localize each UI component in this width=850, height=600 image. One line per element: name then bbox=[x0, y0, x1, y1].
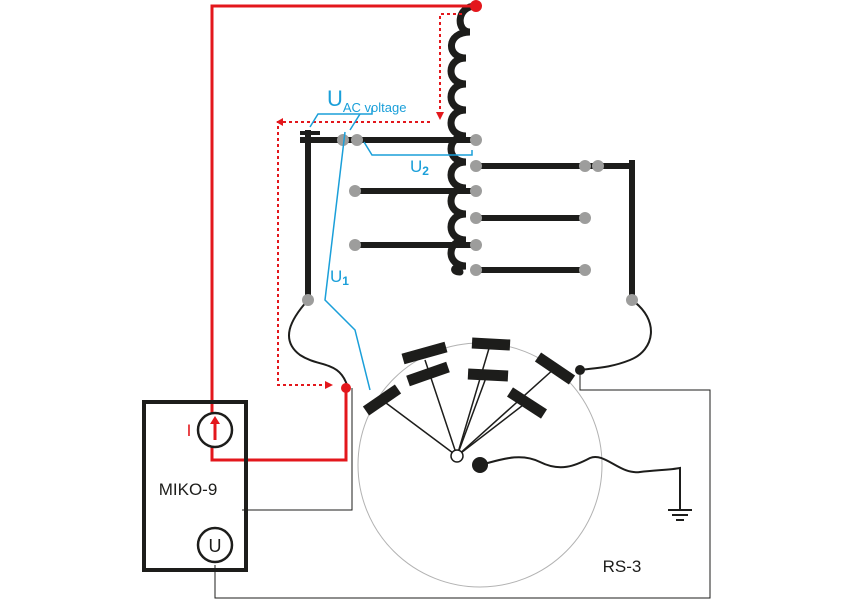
transformer-coil-icon bbox=[447, 2, 480, 276]
voltage-measurement-lines bbox=[309, 108, 473, 391]
voltage-meter-icon bbox=[196, 526, 234, 564]
rs3-return-wire bbox=[214, 375, 711, 599]
current-injection-circuit bbox=[210, 0, 482, 462]
tap-leads bbox=[355, 188, 585, 273]
instrument-name: MIKO-9 bbox=[159, 480, 218, 499]
ground-lead bbox=[479, 456, 681, 510]
voltage-symbol: U bbox=[209, 536, 222, 556]
left-switch-lead bbox=[288, 299, 349, 389]
u1-label: U1 bbox=[330, 267, 349, 288]
ground-icon bbox=[668, 509, 692, 521]
tap-contacts bbox=[302, 134, 638, 306]
u-ac-voltage-label: UAC voltage bbox=[327, 86, 406, 115]
current-meter-icon bbox=[196, 411, 234, 449]
switch-name: RS-3 bbox=[603, 557, 642, 576]
switch-wire-to-meter bbox=[242, 388, 353, 511]
miko-9-instrument bbox=[142, 400, 248, 572]
right-switch-lead bbox=[579, 299, 652, 371]
current-symbol: I bbox=[187, 421, 192, 440]
u2-label: U2 bbox=[410, 157, 429, 178]
left-tap-bar bbox=[300, 130, 476, 300]
rotary-switch-contacts bbox=[362, 337, 585, 473]
right-tap-bar bbox=[476, 160, 635, 300]
